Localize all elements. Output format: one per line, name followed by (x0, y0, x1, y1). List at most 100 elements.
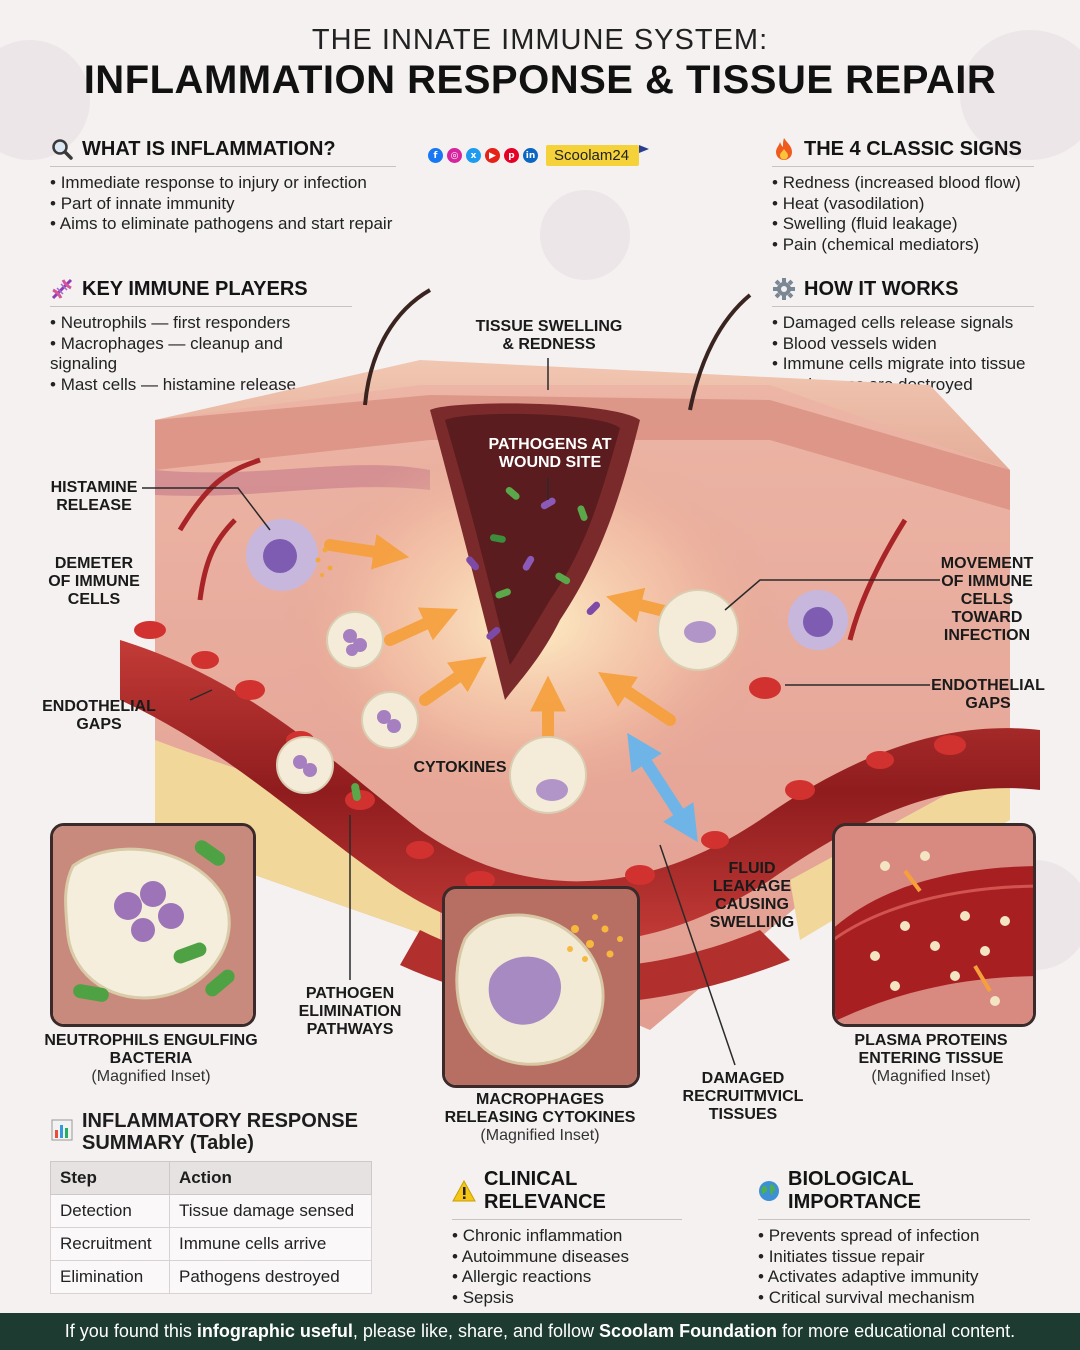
mast-cell (246, 519, 333, 591)
footer-brand[interactable]: Scoolam Foundation (599, 1321, 778, 1341)
background-cell (960, 30, 1080, 160)
section-heading: HOW IT WORKS (772, 277, 1034, 307)
section-heading: INFLAMMATORY RESPONSE SUMMARY (Table) (50, 1110, 372, 1154)
warning-icon (452, 1179, 476, 1203)
table-cell: Recruitment (50, 1227, 170, 1261)
biological-importance: BIOLOGICAL IMPORTANCE Prevents spread of… (758, 1168, 1030, 1308)
footer-text: If you found this (64, 1321, 197, 1341)
table-cell: Detection (50, 1194, 170, 1228)
brand-badge[interactable]: Scoolam24 (546, 145, 650, 166)
gear-icon (772, 277, 796, 301)
summary-section: INFLAMMATORY RESPONSE SUMMARY (Table) (50, 1110, 372, 1154)
label-tissue-swelling: TISSUE SWELLING & REDNESS (475, 318, 623, 353)
section-title: KEY IMMUNE PLAYERS (82, 277, 308, 300)
key-immune-players: KEY IMMUNE PLAYERS Neutrophils — first r… (50, 277, 352, 395)
section-title: BIOLOGICAL IMPORTANCE (788, 1168, 921, 1213)
column-header: Action (169, 1161, 372, 1195)
how-it-works: HOW IT WORKS Damaged cells release signa… (772, 277, 1034, 395)
list-item: Immune cells migrate into tissue (772, 354, 1034, 375)
bullet-list: Damaged cells release signals Blood vess… (772, 313, 1034, 395)
clinical-relevance: CLINICAL RELEVANCE Chronic inflammation … (452, 1168, 682, 1308)
section-title: INFLAMMATORY RESPONSE (82, 1110, 358, 1132)
table-row: Elimination Pathogens destroyed (50, 1260, 372, 1294)
column-header: Step (50, 1161, 170, 1195)
section-title: HOW IT WORKS (804, 277, 959, 300)
list-item: Autoimmune diseases (452, 1247, 682, 1268)
table-row: Recruitment Immune cells arrive (50, 1227, 372, 1261)
label-cytokines: CYTOKINES (413, 759, 507, 776)
label-fluid-leakage: FLUID LEAKAGE CAUSING SWELLING (709, 860, 795, 931)
classic-signs: THE 4 CLASSIC SIGNS Redness (increased b… (772, 137, 1034, 255)
what-is-inflammation: WHAT IS INFLAMMATION? Immediate response… (50, 137, 396, 235)
list-item: Macrophages — cleanup and signaling (50, 334, 352, 375)
bullet-list: Immediate response to injury or infectio… (50, 173, 396, 235)
table-cell: Elimination (50, 1260, 170, 1294)
section-heading: WHAT IS INFLAMMATION? (50, 137, 396, 167)
section-title: CLINICAL RELEVANCE (484, 1168, 606, 1213)
section-heading: CLINICAL RELEVANCE (452, 1168, 682, 1220)
list-item: Redness (increased blood flow) (772, 173, 1034, 194)
inset-neutrophils-title: NEUTROPHILS ENGULFING BACTERIA (Magnifie… (40, 1032, 262, 1086)
list-item: Neutrophils — first responders (50, 313, 352, 334)
pathogens (466, 486, 601, 640)
section-title: WHAT IS INFLAMMATION? (82, 137, 336, 160)
globe-icon (758, 1179, 780, 1203)
list-item: Pain (chemical mediators) (772, 235, 1034, 256)
mast-cell-right (788, 590, 848, 650)
linkedin-icon[interactable]: in (523, 148, 538, 163)
section-heading: THE 4 CLASSIC SIGNS (772, 137, 1034, 167)
footer-bold: infographic useful (196, 1321, 353, 1341)
label-pathogen-elimination: PATHOGEN ELIMINATION PATHWAYS (298, 985, 402, 1038)
table-cell: Pathogens destroyed (169, 1260, 372, 1294)
youtube-icon[interactable]: ▶ (485, 148, 500, 163)
x-icon[interactable]: x (466, 148, 481, 163)
dna-icon (50, 277, 74, 301)
inset-macrophages-title: MACROPHAGES RELEASING CYTOKINES (Magnifi… (440, 1091, 640, 1145)
list-item: Critical survival mechanism (758, 1288, 1030, 1309)
instagram-icon[interactable]: ◎ (447, 148, 462, 163)
list-item: Heat (vasodilation) (772, 194, 1034, 215)
list-item: Swelling (fluid leakage) (772, 214, 1034, 235)
list-item: Allergic reactions (452, 1267, 682, 1288)
fire-icon (772, 137, 796, 161)
list-item: Immediate response to injury or infectio… (50, 173, 396, 194)
inset-subtitle: (Magnified Inset) (480, 1127, 600, 1144)
magnifier-icon (50, 137, 74, 161)
summary-table: Step Action Detection Tissue damage sens… (50, 1161, 372, 1294)
page-title-line1: THE INNATE IMMUNE SYSTEM: (311, 24, 769, 56)
pinterest-icon[interactable]: p (504, 148, 519, 163)
label-histamine: HISTAMINE RELEASE (50, 479, 138, 514)
footer-banner: If you found this infographic useful, pl… (0, 1313, 1080, 1350)
list-item: Damaged cells release signals (772, 313, 1034, 334)
list-item: Blood vessels widen (772, 334, 1034, 355)
label-endothelial-left: ENDOTHELIAL GAPS (42, 698, 156, 733)
inset-subtitle: (Magnified Inset) (871, 1068, 991, 1085)
inset-macrophages (442, 886, 640, 1088)
list-item: Mast cells — histamine release (50, 375, 352, 396)
list-item: Prevents spread of infection (758, 1226, 1030, 1247)
table-cell: Tissue damage sensed (169, 1194, 372, 1228)
list-item: Chronic inflammation (452, 1226, 682, 1247)
bullet-list: Neutrophils — first responders Macrophag… (50, 313, 352, 395)
list-item: Part of innate immunity (50, 194, 396, 215)
list-item: Activates adaptive immunity (758, 1267, 1030, 1288)
page-title: INFLAMMATION RESPONSE & TISSUE REPAIR (83, 58, 997, 102)
footer-text: , please like, share, and follow (352, 1321, 600, 1341)
facebook-icon[interactable]: f (428, 148, 443, 163)
background-cell (540, 190, 630, 280)
table-header-row: Step Action (50, 1161, 372, 1195)
section-title-line2: SUMMARY (Table) (82, 1132, 254, 1154)
inset-subtitle: (Magnified Inset) (91, 1068, 211, 1085)
list-item: Sepsis (452, 1288, 682, 1309)
table-row: Detection Tissue damage sensed (50, 1194, 372, 1228)
label-demeter: DEMETER OF IMMUNE CELLS (48, 555, 140, 608)
social-bar: f ◎ x ▶ p in Scoolam24 (428, 145, 650, 166)
label-pathogens: PATHOGENS AT WOUND SITE (488, 436, 612, 471)
list-item: Aims to eliminate pathogens and start re… (50, 214, 396, 235)
footer-text: for more educational content. (777, 1321, 1016, 1341)
list-item: Initiates tissue repair (758, 1247, 1030, 1268)
label-damaged-tissues: DAMAGED RECRUITMVICL TISSUES (682, 1070, 804, 1123)
inset-plasma-title: PLASMA PROTEINS ENTERING TISSUE (Magnifi… (826, 1032, 1036, 1086)
section-heading: KEY IMMUNE PLAYERS (50, 277, 352, 307)
label-endothelial-right: ENDOTHELIAL GAPS (931, 677, 1045, 712)
